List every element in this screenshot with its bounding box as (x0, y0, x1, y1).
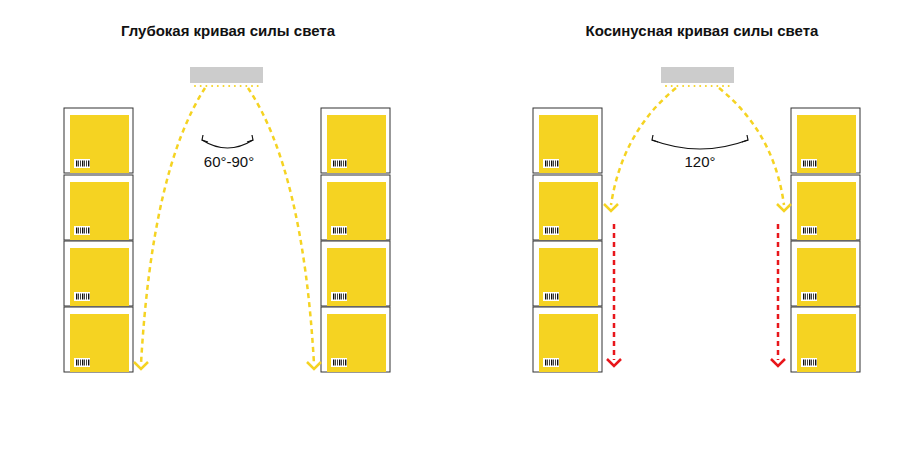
light-ray (613, 224, 616, 360)
rack (791, 108, 860, 372)
angle-arc (202, 140, 253, 148)
arrow-head (771, 359, 785, 366)
arrow-head (604, 204, 618, 211)
arrow-head (777, 204, 791, 211)
rack (533, 108, 602, 372)
arrow-head (134, 362, 148, 369)
diagram-title: Глубокая кривая силы света (121, 22, 335, 40)
light-ray (777, 224, 780, 360)
light-ray (719, 88, 784, 205)
rack (64, 108, 133, 372)
arrow-head (607, 359, 621, 366)
lamp (661, 67, 734, 87)
light-ray (611, 88, 676, 205)
diagram-title: Косинусная кривая силы света (586, 22, 819, 40)
light-ray (141, 88, 205, 364)
light-ray (248, 88, 314, 364)
rack (321, 108, 390, 372)
angle-label: 120° (682, 153, 717, 171)
lamp (190, 67, 263, 87)
angle-label: 60°-90° (202, 153, 256, 171)
arrow-head (307, 362, 321, 369)
angle-arc (652, 140, 748, 149)
